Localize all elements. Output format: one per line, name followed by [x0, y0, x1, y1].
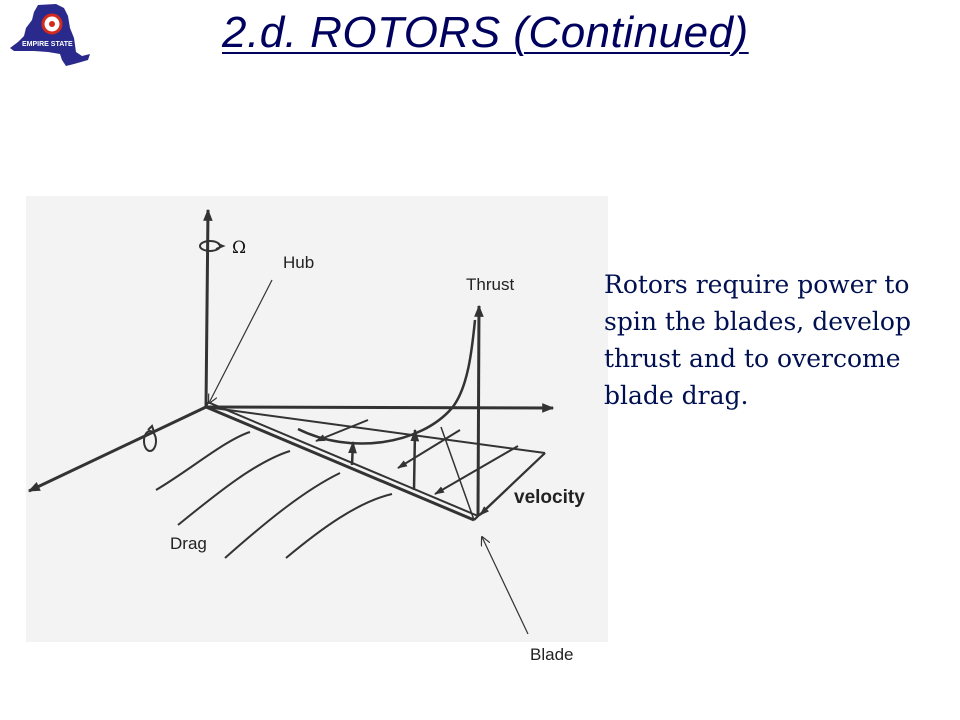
- new-york-state-map-icon: EMPIRE STATE www.nyswbl.org: [10, 4, 90, 66]
- blade-label: Blade: [530, 645, 573, 664]
- thrust-label: Thrust: [466, 275, 514, 294]
- drag-arc: [285, 493, 393, 559]
- velocity-line: [205, 406, 546, 454]
- logo-url: www.nyswbl.org: [13, 56, 49, 62]
- rotation-arrow-icon: [143, 430, 157, 452]
- thrust-arrow: [474, 304, 484, 517]
- hub-label: Hub: [283, 253, 314, 272]
- drag-label: Drag: [170, 534, 207, 553]
- blade-pointer: [482, 537, 529, 635]
- drag-arc: [224, 472, 341, 559]
- vertical-axis: [203, 208, 213, 408]
- omega-label: Ω: [232, 238, 246, 258]
- velocity-label: velocity: [514, 487, 585, 508]
- slide-title: 2.d. ROTORS (Continued): [222, 8, 749, 57]
- logo-name: EMPIRE STATE: [22, 41, 73, 48]
- hub-pointer: [209, 279, 273, 403]
- state-map-shape: [10, 4, 90, 66]
- figure-background: [26, 196, 608, 642]
- rotor-description: Rotors require power to spin the blades,…: [604, 270, 911, 410]
- drag-arc: [155, 431, 251, 491]
- horizontal-axis: [205, 403, 555, 413]
- rotation-arrow-icon: [199, 240, 221, 252]
- depth-axis: [27, 405, 207, 493]
- drag-arc: [177, 450, 291, 526]
- blade-edge: [205, 405, 475, 522]
- thrust-curve: [297, 319, 477, 445]
